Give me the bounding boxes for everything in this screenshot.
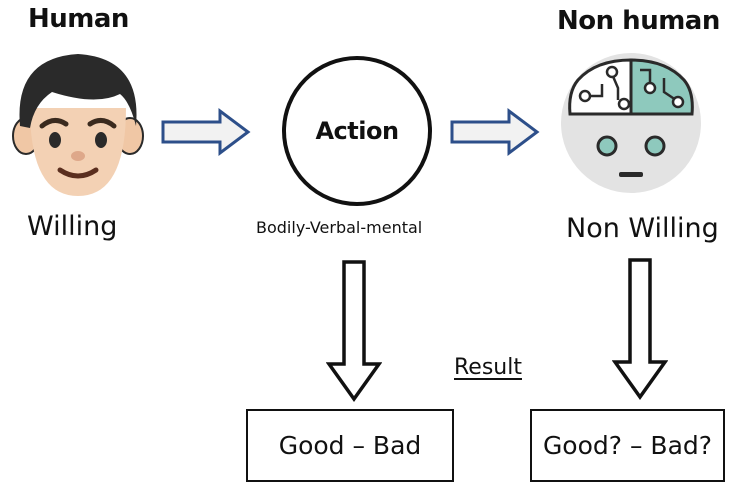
- arrow-down-action-icon: [326, 260, 382, 402]
- action-node: Action: [282, 56, 432, 206]
- action-title: Action: [315, 117, 399, 145]
- human-label: Willing: [27, 211, 118, 242]
- arrow-down-nonhuman-icon: [612, 258, 668, 400]
- action-label: Bodily-Verbal-mental: [256, 218, 423, 237]
- robot-brain-icon: [561, 53, 701, 193]
- nonhuman-label: Non Willing: [566, 213, 719, 244]
- nonhuman-outcome-box: Good? – Bad?: [530, 409, 725, 482]
- human-title: Human: [28, 4, 129, 34]
- arrow-human-to-action-icon: [161, 108, 251, 156]
- arrow-action-to-nonhuman-icon: [450, 108, 540, 156]
- human-outcome-box: Good – Bad: [246, 409, 454, 482]
- result-label: Result: [454, 355, 522, 380]
- man-face-icon: [12, 54, 144, 196]
- nonhuman-title: Non human: [557, 6, 720, 36]
